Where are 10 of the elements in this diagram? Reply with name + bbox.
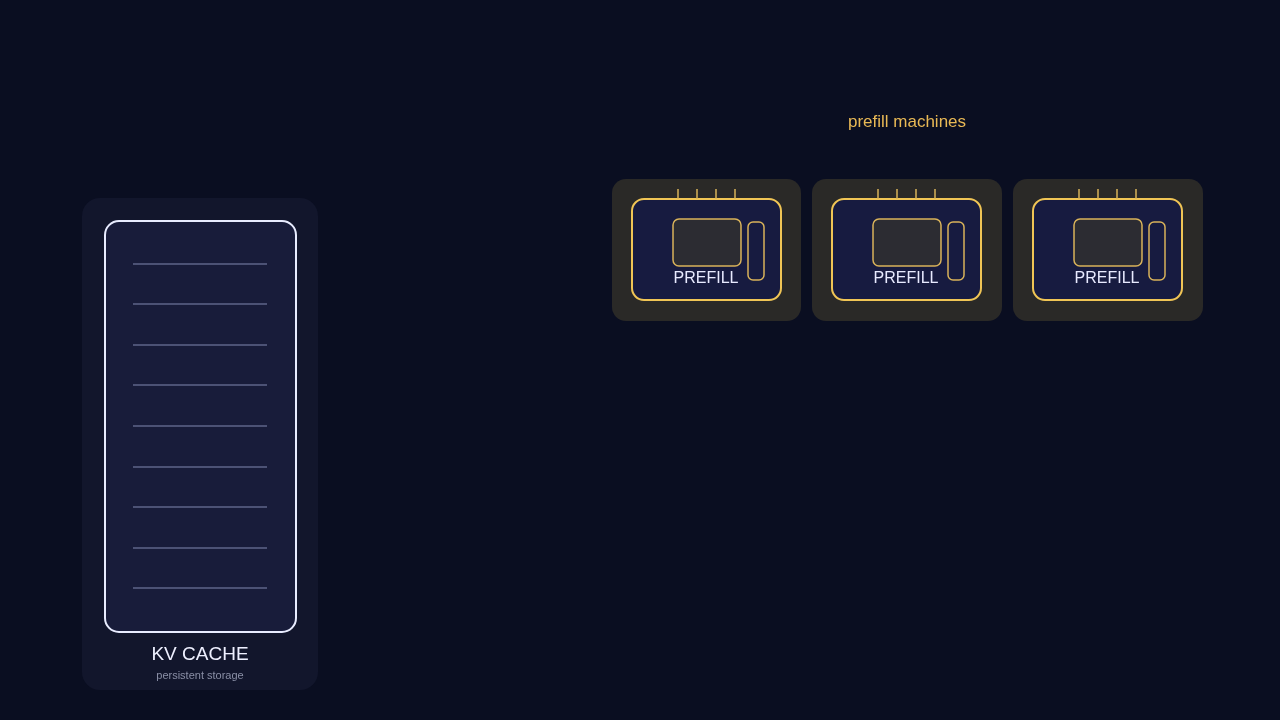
machine-tile xyxy=(612,179,801,321)
machine-label: PREFILL xyxy=(872,269,940,287)
machine-label: PREFILL xyxy=(1073,269,1141,287)
machine-tile xyxy=(1013,179,1203,321)
machine-tile xyxy=(812,179,1002,321)
machine-label: PREFILL xyxy=(672,269,740,287)
group-label: prefill machines xyxy=(846,112,968,132)
storage-panel xyxy=(82,198,318,690)
storage-title: KV CACHE xyxy=(150,643,250,665)
storage-subtitle: persistent storage xyxy=(155,669,245,682)
